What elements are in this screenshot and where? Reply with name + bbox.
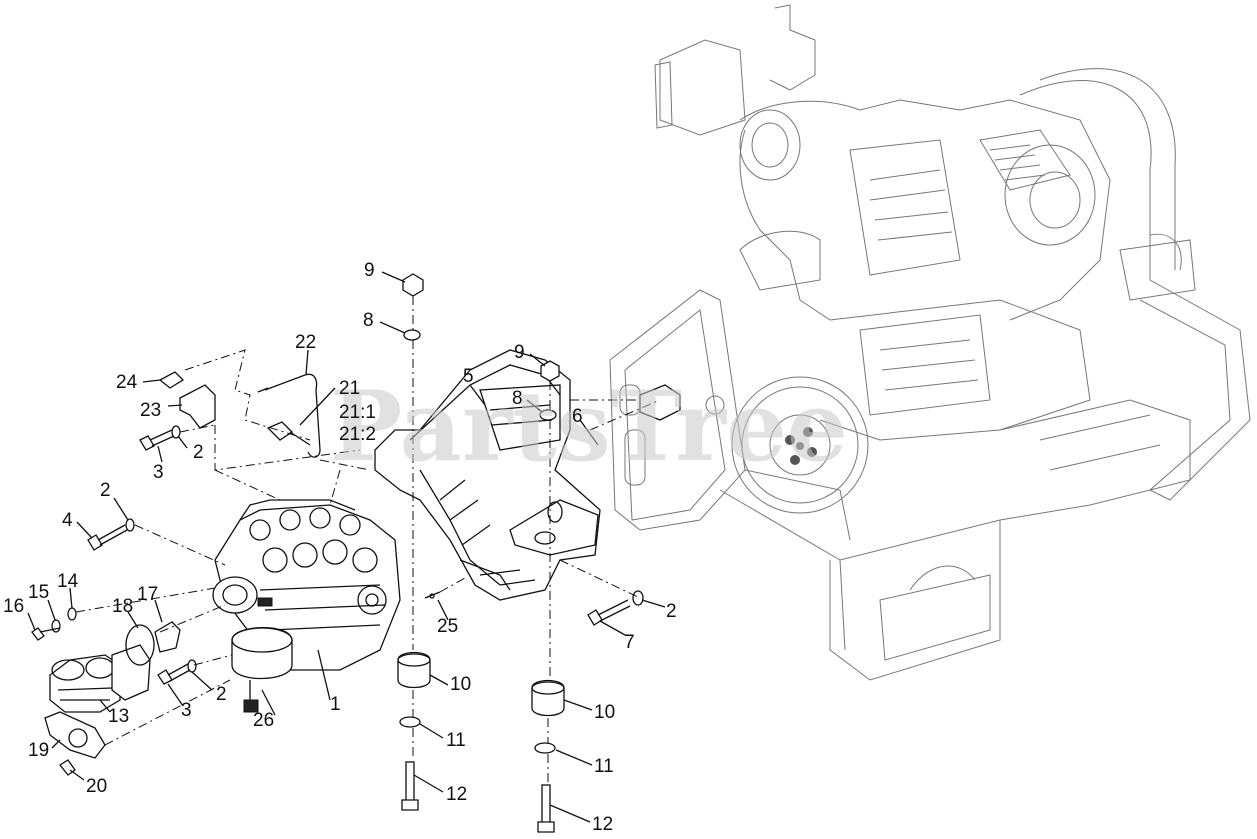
washer-14 bbox=[67, 607, 77, 621]
engine-frame-assembly bbox=[609, 4, 1251, 681]
callout-2: 2 bbox=[666, 601, 677, 622]
washer-2-c bbox=[187, 659, 197, 673]
callout-13: 13 bbox=[108, 706, 129, 727]
callout-20: 20 bbox=[86, 776, 107, 797]
isolator-10-b bbox=[531, 679, 565, 717]
assembly-lines bbox=[75, 296, 661, 784]
washer-8-b bbox=[539, 409, 557, 421]
washer-2-d bbox=[632, 590, 644, 606]
bolt-3-a bbox=[139, 429, 175, 451]
callout-22: 22 bbox=[295, 332, 316, 353]
bolt-12-a bbox=[401, 761, 419, 811]
callout-14: 14 bbox=[57, 571, 79, 592]
washer-8-a bbox=[403, 329, 421, 341]
bracket-19 bbox=[44, 711, 106, 759]
motor-13 bbox=[49, 644, 151, 713]
callout-26: 26 bbox=[253, 710, 274, 731]
callout-7: 7 bbox=[624, 632, 635, 653]
callout-12: 12 bbox=[592, 814, 613, 835]
bolt-7 bbox=[587, 599, 631, 626]
hydro-pump-1 bbox=[212, 499, 401, 713]
bolt-4 bbox=[87, 524, 128, 551]
leader-lines bbox=[27, 271, 666, 823]
callout-24: 24 bbox=[116, 372, 138, 393]
callout-25: 25 bbox=[437, 616, 458, 637]
callout-21-2: 21:2 bbox=[339, 424, 376, 445]
nut-9-a bbox=[402, 273, 424, 297]
coupler-17 bbox=[154, 621, 181, 653]
callout-9: 9 bbox=[364, 260, 375, 281]
washer-15 bbox=[51, 619, 61, 633]
bolt-16 bbox=[31, 627, 61, 641]
callout-4: 4 bbox=[62, 510, 73, 531]
dowel-25 bbox=[424, 591, 441, 599]
callout-3: 3 bbox=[181, 700, 192, 721]
callout-21: 21 bbox=[339, 378, 360, 399]
washer-11-b bbox=[534, 742, 556, 754]
callout-8: 8 bbox=[512, 388, 523, 409]
callout-10: 10 bbox=[594, 702, 615, 723]
washer-11-a bbox=[399, 716, 421, 728]
washer-2-a bbox=[125, 518, 135, 532]
bolt-12-b bbox=[537, 784, 555, 833]
watermark-text: PartsTree bbox=[330, 370, 848, 483]
callout-5: 5 bbox=[463, 366, 474, 387]
callout-11: 11 bbox=[594, 756, 614, 777]
callout-16: 16 bbox=[3, 596, 24, 617]
cable-22 bbox=[257, 373, 321, 458]
callout-12: 12 bbox=[446, 784, 467, 805]
nut-9-b bbox=[540, 360, 560, 382]
callout-10: 10 bbox=[450, 674, 471, 695]
isolator-10-a bbox=[397, 651, 431, 689]
o-ring-18 bbox=[125, 624, 155, 666]
callout-2: 2 bbox=[100, 480, 111, 501]
callout-labels: 9 8 9 8 5 6 22 21 21:1 21:2 24 23 2 3 2 … bbox=[3, 260, 677, 835]
callout-6: 6 bbox=[572, 406, 583, 427]
adapter-plate-6 bbox=[639, 384, 681, 421]
callout-19: 19 bbox=[28, 740, 49, 761]
callout-3: 3 bbox=[153, 462, 164, 483]
callout-9: 9 bbox=[514, 342, 525, 363]
clip-24 bbox=[158, 371, 185, 389]
callout-1: 1 bbox=[330, 694, 341, 715]
callout-23: 23 bbox=[140, 400, 161, 421]
callout-21-1: 21:1 bbox=[339, 402, 376, 423]
bolt-3-b bbox=[157, 663, 191, 685]
callout-2: 2 bbox=[216, 684, 227, 705]
callout-11: 11 bbox=[446, 730, 466, 751]
switch-21 bbox=[266, 421, 311, 446]
callout-18: 18 bbox=[112, 596, 133, 617]
bracket-23 bbox=[179, 384, 216, 429]
callout-8: 8 bbox=[363, 310, 374, 331]
callout-2: 2 bbox=[193, 442, 204, 463]
callout-15: 15 bbox=[28, 582, 49, 603]
callout-17: 17 bbox=[137, 584, 158, 605]
